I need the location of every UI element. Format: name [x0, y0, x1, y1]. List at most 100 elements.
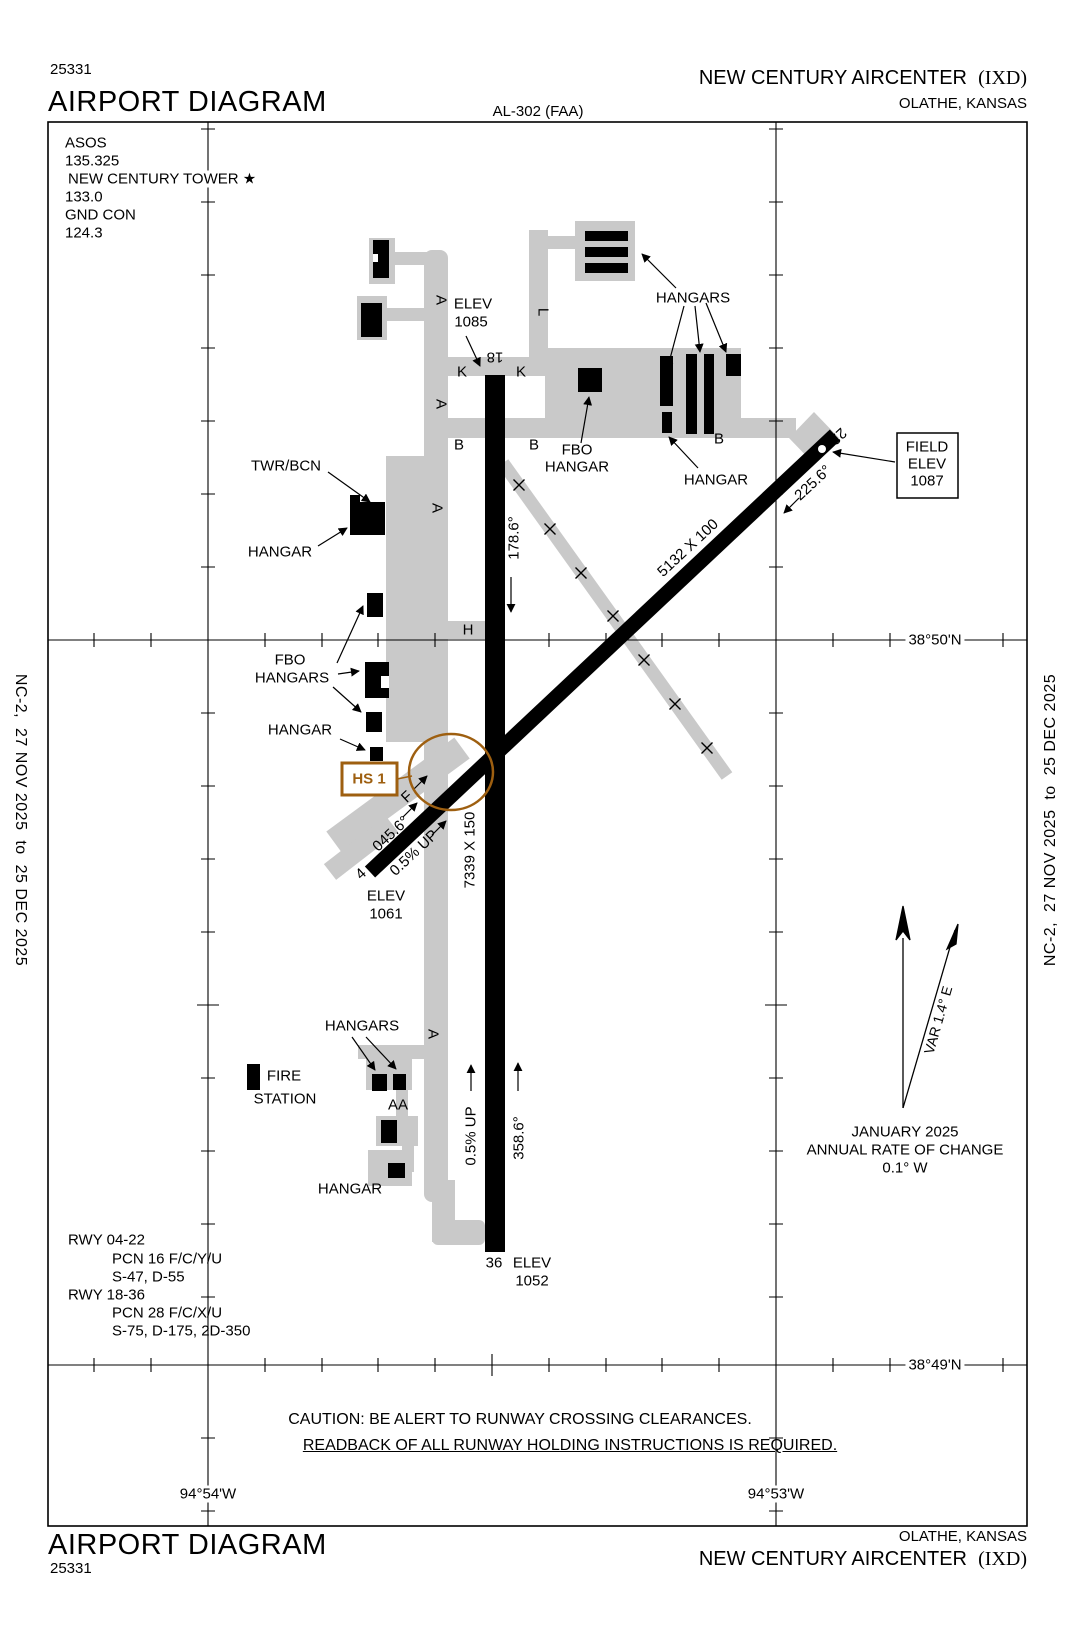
field-elev-box [896, 432, 959, 499]
arrow-hangars-s-1 [351, 1036, 376, 1071]
hotspot-circle [407, 732, 495, 812]
field-elev-point [818, 445, 826, 453]
airport-name: NEW CENTURY AIRCENTER (IXD) [699, 68, 1027, 88]
elev-rwy4-val: 1061 [369, 905, 403, 923]
arrow-hangar-e [668, 436, 699, 469]
hotspot-group [340, 732, 495, 812]
variation-arrow-shaft [902, 929, 956, 1109]
rwy4-number: 4 [352, 864, 370, 884]
hangar-row-bar-1 [585, 231, 628, 241]
arrow-elev-1085 [465, 335, 481, 367]
twy-aa: AA [387, 1096, 409, 1114]
arrow-field-elev [832, 448, 896, 463]
fire-station-label-1: FIRE [266, 1067, 302, 1085]
arrow-twr-bcn [327, 471, 371, 503]
runways [364, 375, 841, 1252]
twy-k-2: K [515, 363, 527, 381]
arrow-hangars-ne-3 [694, 305, 704, 353]
arrow-hangars-s-2 [365, 1036, 397, 1070]
fire-station-label-2: STATION [253, 1090, 317, 1108]
fbo-hangar-label-1: FBO [561, 441, 593, 459]
closed-runway-x-marks [513, 479, 713, 754]
twy-b-3: B [713, 430, 725, 448]
rwy18-hdg: 178.6° [505, 516, 523, 560]
twy-a-4: A [424, 1028, 442, 1040]
north-arrow-group [895, 905, 959, 1109]
hangar-s-building-3 [381, 1120, 397, 1143]
footer-airport-name: NEW CENTURY AIRCENTER (IXD) [699, 1549, 1027, 1569]
rwy1836-grade: 0.5% UP [462, 1106, 480, 1166]
chart-al-number: AL-302 (FAA) [492, 103, 584, 120]
rwy22-hdg: 225.6° [791, 461, 835, 505]
lat-38-50: 38°50'N [905, 631, 965, 649]
rwy22-number: 22 [826, 424, 850, 448]
rwy18-number: 18 [486, 348, 504, 366]
twy-b-1: B [453, 436, 465, 454]
comm-gnd: GND CON [65, 206, 136, 224]
arrow-fbo-hangars-3 [332, 686, 362, 713]
taxiway-a [424, 250, 448, 1202]
arrow-hangar-w2 [339, 738, 366, 751]
runway-18-36 [485, 375, 505, 1252]
hangar-s-building-1 [372, 1074, 387, 1091]
building-nw-2 [361, 303, 382, 337]
arrow-hangar-w1 [317, 527, 348, 547]
hangar-s-label: HANGAR [317, 1180, 383, 1198]
lon-94-54: 94°54'W [176, 1485, 240, 1503]
fbo-hangars-notch [381, 676, 389, 688]
elev-rwy18-val: 1085 [454, 313, 488, 331]
nw-connector-1 [380, 252, 436, 265]
hangar-e-label: HANGAR [683, 471, 749, 489]
twy-f: F [397, 787, 417, 807]
twy-h: H [462, 621, 474, 639]
twy-a-1: A [432, 294, 450, 306]
twy-k-1: K [456, 363, 468, 381]
twr-bcn-label: TWR/BCN [251, 457, 321, 475]
map-border [47, 121, 1028, 1527]
twr-bcn-building [350, 502, 385, 535]
hangar-w1-label: HANGAR [247, 543, 313, 561]
hangar-w2-label: HANGAR [267, 721, 333, 739]
hangar-s-building-2 [393, 1074, 406, 1090]
hotspot-box [340, 761, 399, 797]
lat-38-49: 38°49'N [905, 1356, 965, 1374]
west-apron [386, 456, 424, 742]
magvar-value: VAR 1.4° E [920, 984, 956, 1056]
north-arrow-head [895, 905, 911, 941]
magvar-rate-1: ANNUAL RATE OF CHANGE [806, 1141, 1004, 1159]
nw-connector-2 [378, 308, 428, 321]
arrow-fbo-hangars-1 [336, 605, 364, 664]
comm-tower: NEW CENTURY TOWER ★ [65, 170, 260, 188]
hangar-s-building-4 [388, 1163, 405, 1178]
hangar-row-bar-2 [585, 247, 628, 257]
arrow-hangars-ne-4 [705, 302, 728, 353]
fbo-hangar-label-2: HANGAR [544, 458, 610, 476]
rwy-data-4: RWY 18-36 [68, 1286, 145, 1304]
field-elev-line-3: 1087 [910, 472, 944, 490]
leader-arrows [317, 253, 896, 1091]
lon-94-53: 94°53'W [744, 1485, 808, 1503]
footer-airport-ident: (IXD) [978, 1548, 1027, 1570]
field-elev-line-2: ELEV [907, 455, 947, 473]
rwy1836-dims: 7339 X 150 [461, 811, 479, 889]
fbo-hangar-building [578, 368, 602, 392]
arrow-hdg-045 [402, 802, 418, 818]
rwy-data-3: S-47, D-55 [112, 1268, 185, 1286]
building-nw-1-notch [373, 254, 378, 262]
fbo-hangars-label-2: HANGARS [254, 669, 330, 687]
taxiway-k [424, 357, 548, 376]
twy-a-3: A [428, 502, 446, 514]
airport-city: OLATHE, KANSAS [898, 95, 1027, 112]
rwy0422-dims: 5132 X 100 [654, 515, 722, 581]
fire-station-building [247, 1064, 260, 1090]
twy-b-2: B [528, 436, 540, 454]
elev-rwy36-val: 1052 [515, 1272, 549, 1290]
chart-plate-number: 25331 [50, 61, 92, 78]
hangar-mid-w [367, 593, 383, 617]
footer-airport-name-text: NEW CENTURY AIRCENTER [698, 1548, 967, 1570]
hangars-ne-label: HANGARS [655, 289, 731, 307]
footer-chart-title: AIRPORT DIAGRAM [48, 1529, 327, 1561]
taxiway-h [424, 621, 486, 639]
